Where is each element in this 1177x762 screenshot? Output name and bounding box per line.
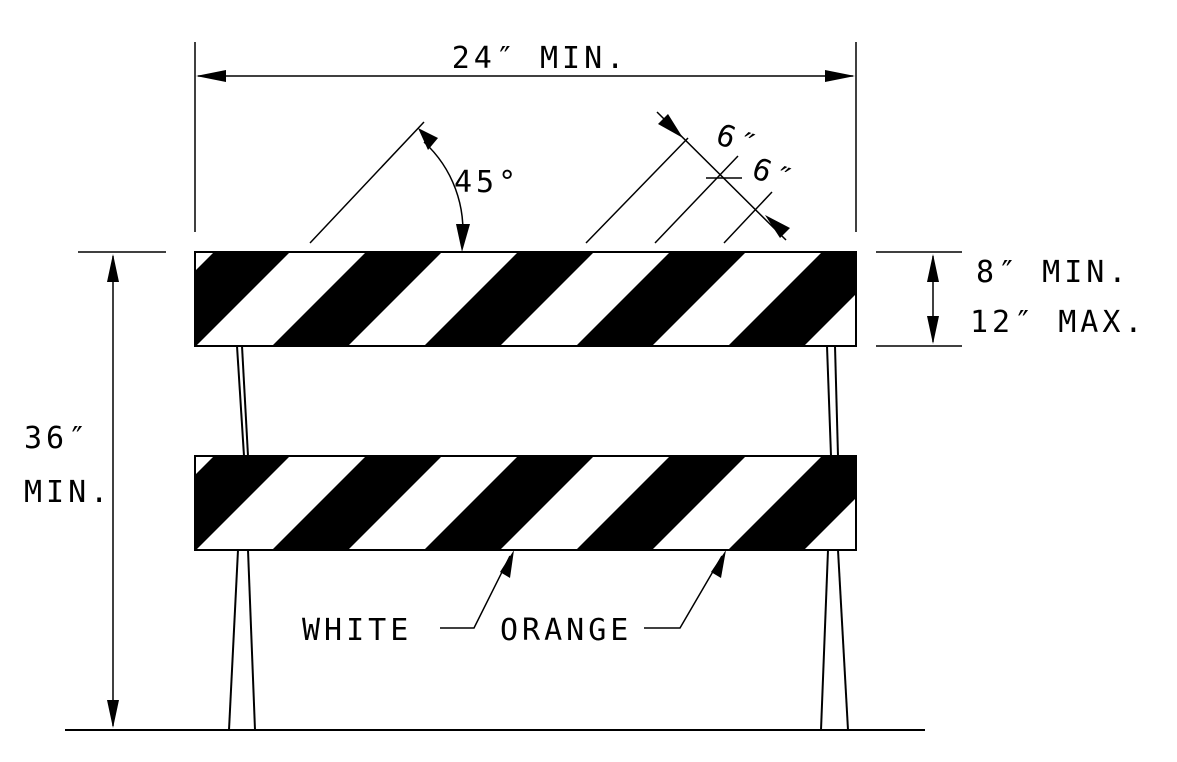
- height-min-label: MIN.: [24, 475, 112, 510]
- white-callout-label: WHITE: [302, 613, 412, 648]
- rail-height-max-label: 12″ MAX.: [970, 305, 1147, 340]
- color-callouts: WHITE ORANGE: [302, 550, 726, 648]
- barricade-legs: [228, 345, 849, 731]
- width-dimension: 24″ MIN.: [194, 41, 857, 232]
- rail-height-dimension: 8″ MIN. 12″ MAX.: [876, 251, 1147, 347]
- top-rail-outline: [194, 251, 857, 347]
- angle-annotation: 45°: [309, 121, 520, 252]
- hazard-stripe: [576, 456, 746, 550]
- hazard-stripe: [728, 456, 856, 550]
- width-label: 24″ MIN.: [452, 41, 629, 76]
- angle-label: 45°: [454, 165, 520, 200]
- hazard-stripe: [272, 252, 442, 346]
- hazard-stripe: [424, 456, 594, 550]
- bottom-rail: [194, 455, 1050, 551]
- hazard-stripe: [272, 456, 442, 550]
- stripe-width-label-2: 6″: [747, 151, 800, 199]
- top-rail: [194, 251, 857, 347]
- top-rail-stripes: [195, 252, 856, 346]
- height-value-label: 36″: [24, 421, 90, 456]
- hazard-stripe: [195, 252, 290, 346]
- hazard-stripe: [728, 252, 856, 346]
- hazard-stripe: [576, 252, 746, 346]
- height-dimension: 36″ MIN.: [24, 251, 166, 728]
- hazard-stripe: [424, 252, 594, 346]
- hazard-stripe: [880, 456, 1050, 550]
- rail-height-min-label: 8″ MIN.: [976, 255, 1130, 290]
- hazard-stripe: [195, 456, 290, 550]
- stripe-width-dimension: 6″ 6″: [585, 111, 801, 244]
- orange-callout-label: ORANGE: [500, 613, 632, 648]
- bottom-rail-outline: [194, 455, 857, 551]
- bottom-rail-stripes: [195, 456, 1050, 550]
